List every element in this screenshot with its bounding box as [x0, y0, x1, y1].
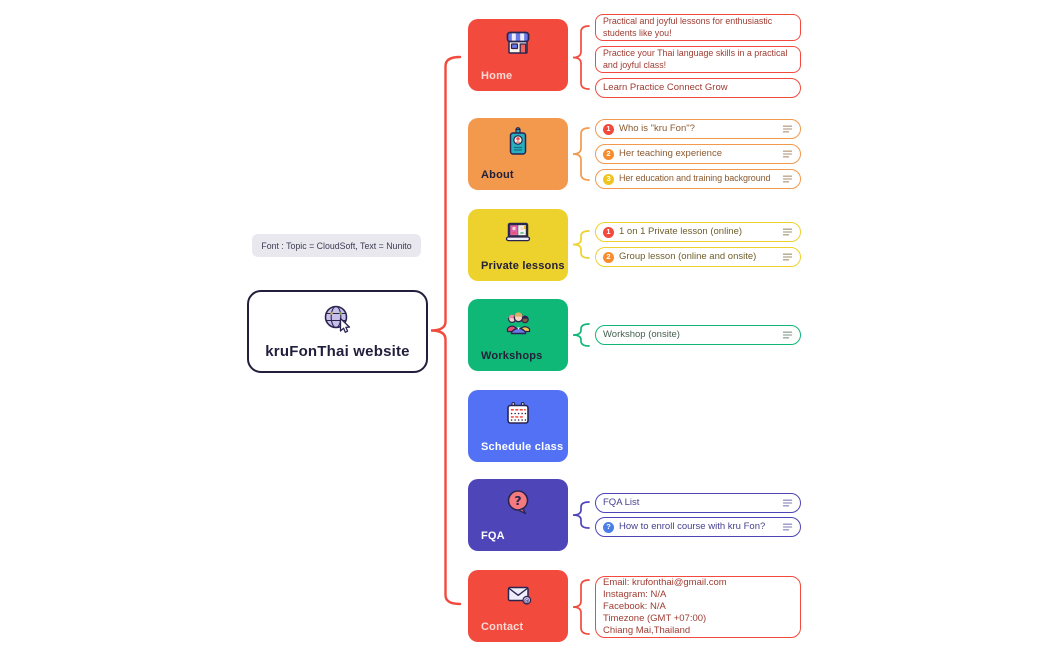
leaf-text: FQA List — [603, 497, 640, 509]
branch-label: About — [481, 169, 514, 181]
number-badge: 1 — [603, 123, 614, 135]
question-bubble-icon: ? — [501, 486, 535, 520]
leaf-text: Workshop (onsite) — [603, 329, 680, 341]
leaf-note[interactable]: 2 Group lesson (online and onsite) — [595, 247, 801, 267]
notes-icon — [782, 252, 793, 262]
leaf-note[interactable]: ? How to enroll course with kru Fon? — [595, 517, 801, 537]
branch-label: Private lessons — [481, 260, 565, 272]
notes-icon — [782, 124, 793, 134]
leaf-text: Her teaching experience — [619, 148, 722, 160]
branch-node-fqa[interactable]: ? FQA — [468, 479, 568, 551]
root-node[interactable]: kruFonThai website — [247, 290, 428, 373]
people-group-icon — [501, 306, 535, 340]
leaf-note[interactable]: Practical and joyful lessons for enthusi… — [595, 14, 801, 41]
leaf-text: Practice your Thai language skills in a … — [603, 48, 788, 70]
branch-node-contact[interactable]: @ Contact — [468, 570, 568, 642]
leaf-text: Group lesson (online and onsite) — [619, 251, 757, 263]
leaf-note[interactable]: Email: krufonthai@gmail.com Instagram: N… — [595, 576, 801, 638]
font-note-text: Font : Topic = CloudSoft, Text = Nunito — [261, 240, 412, 251]
number-badge: 2 — [603, 148, 614, 160]
notes-icon — [782, 498, 793, 508]
leaf-text: Her education and training background — [619, 173, 771, 184]
branch-node-private-lessons[interactable]: Private lessons — [468, 209, 568, 281]
branch-label: Home — [481, 70, 513, 82]
leaf-text: Email: krufonthai@gmail.com Instagram: N… — [603, 577, 727, 636]
branch-label: Schedule class — [481, 441, 564, 453]
notes-icon — [782, 330, 793, 340]
branch-node-about[interactable]: About — [468, 118, 568, 190]
leaf-text: Practical and joyful lessons for enthusi… — [603, 16, 773, 38]
branch-node-workshops[interactable]: Workshops — [468, 299, 568, 371]
svg-text:@: @ — [524, 598, 530, 604]
calendar-icon — [501, 397, 535, 431]
number-badge: 1 — [603, 226, 614, 238]
leaf-text: How to enroll course with kru Fon? — [619, 521, 766, 533]
notes-icon — [782, 227, 793, 237]
leaf-note[interactable]: Workshop (onsite) — [595, 325, 801, 345]
leaf-note[interactable]: Practice your Thai language skills in a … — [595, 46, 801, 73]
brace-workshops — [572, 323, 590, 347]
font-note[interactable]: Font : Topic = CloudSoft, Text = Nunito — [252, 234, 421, 257]
brace-home — [572, 25, 590, 90]
branch-label: Contact — [481, 621, 524, 633]
notes-icon — [782, 522, 793, 532]
leaf-text: Who is "kru Fon"? — [619, 123, 695, 135]
brace-contact — [572, 579, 590, 635]
leaf-text: 1 on 1 Private lesson (online) — [619, 226, 743, 238]
id-badge-icon — [501, 125, 535, 159]
brace-private — [572, 230, 590, 259]
envelope-icon: @ — [501, 577, 535, 611]
leaf-note[interactable]: 2 Her teaching experience — [595, 144, 801, 164]
video-call-icon — [501, 216, 535, 250]
leaf-text: Learn Practice Connect Grow — [603, 82, 728, 94]
root-label: kruFonThai website — [265, 343, 410, 360]
number-badge: 2 — [603, 251, 614, 263]
leaf-note[interactable]: FQA List — [595, 493, 801, 513]
brace-fqa — [572, 501, 590, 529]
svg-text:?: ? — [514, 493, 521, 508]
leaf-note[interactable]: 1 1 on 1 Private lesson (online) — [595, 222, 801, 242]
leaf-note[interactable]: Learn Practice Connect Grow — [595, 78, 801, 98]
leaf-note[interactable]: 3 Her education and training background — [595, 169, 801, 189]
brace-about — [572, 127, 590, 181]
leaf-note[interactable]: 1 Who is "kru Fon"? — [595, 119, 801, 139]
globe-cursor-icon — [319, 303, 357, 340]
branch-label: FQA — [481, 530, 505, 542]
number-badge: 3 — [603, 173, 614, 185]
branch-label: Workshops — [481, 350, 543, 362]
storefront-icon — [501, 26, 535, 60]
notes-icon — [782, 149, 793, 159]
notes-icon — [782, 174, 793, 184]
branch-node-schedule-class[interactable]: Schedule class — [468, 390, 568, 462]
question-badge: ? — [603, 521, 614, 533]
brace-spine — [430, 55, 462, 606]
branch-node-home[interactable]: Home — [468, 19, 568, 91]
